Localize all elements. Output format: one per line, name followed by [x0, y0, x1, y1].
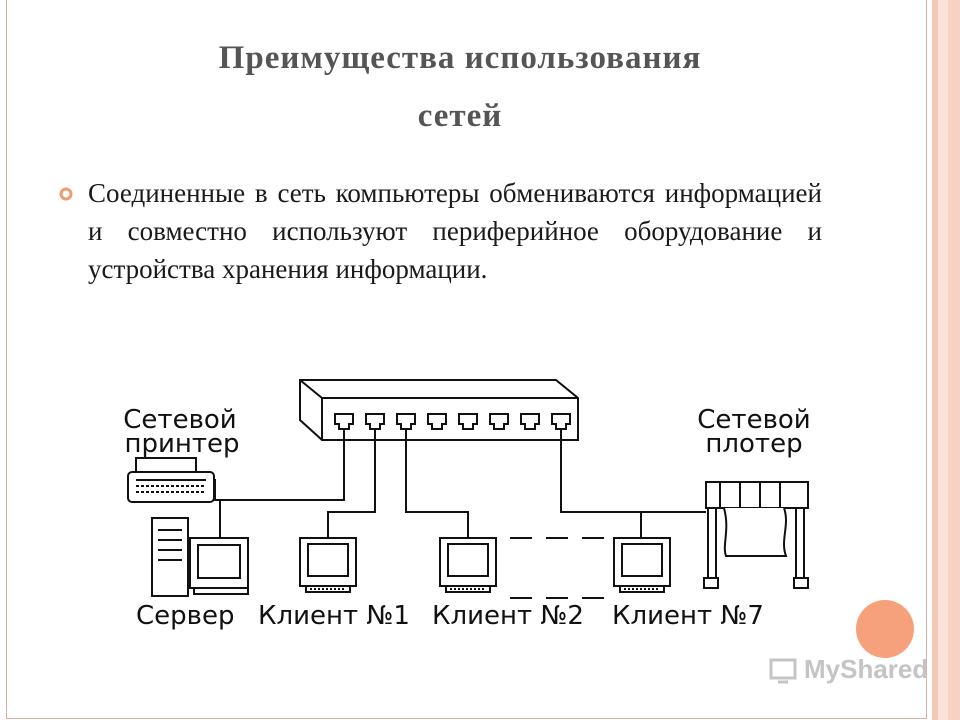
client-computer-2	[439, 537, 497, 593]
slide-frame	[6, 0, 927, 719]
watermark-text: MyShared	[804, 654, 929, 684]
decor-circle	[856, 600, 914, 658]
plotter-label-2: плотер	[705, 429, 802, 459]
network-printer	[127, 457, 215, 503]
bullet-text: Соединенные в сеть компьютеры обменивают…	[88, 178, 822, 284]
server-computer	[151, 517, 249, 597]
printer-label-2: принтер	[124, 429, 239, 459]
decor-stripe	[948, 0, 960, 720]
client7-label: Клиент №7	[612, 601, 764, 631]
slide-title-line1: Преимущества использования	[218, 40, 702, 76]
printer-label-1: Сетевой	[123, 405, 236, 435]
client2-label: Клиент №2	[432, 601, 584, 631]
client1-label: Клиент №1	[258, 601, 410, 631]
switch-ports	[334, 413, 571, 430]
server-label: Сервер	[136, 601, 234, 631]
decor-stripe	[938, 0, 948, 720]
network-plotter	[703, 481, 809, 589]
plotter-label-1: Сетевой	[697, 405, 810, 435]
client-computer-7	[613, 537, 671, 593]
decor-stripe	[932, 0, 938, 720]
slide-title-line2: сетей	[417, 98, 503, 134]
bullet-icon	[59, 187, 73, 201]
client-computer-1	[299, 537, 357, 593]
myshared-logo-icon	[769, 658, 797, 684]
network-switch	[299, 379, 579, 441]
